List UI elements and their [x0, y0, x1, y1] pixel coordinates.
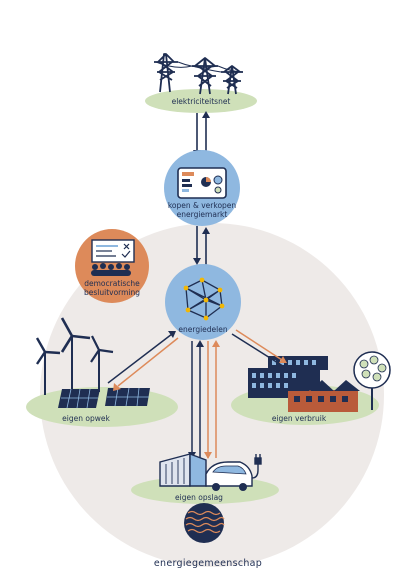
- storage-node: eigen opslag: [131, 452, 279, 504]
- sharing-node: energiedelen: [165, 264, 241, 340]
- sharing-label: energiedelen: [178, 325, 227, 334]
- market-sharing-arrows: [193, 226, 210, 265]
- sharing-consumption-arrows: [231, 329, 291, 372]
- tree-icon: [353, 351, 391, 410]
- solar-panel-icon: [58, 387, 150, 409]
- generation-node: eigen opwek: [26, 317, 178, 427]
- grid-node: elektriciteitsnet: [145, 53, 257, 113]
- democracy-node: democratische besluitvorming: [75, 229, 149, 303]
- democracy-label-line1: democratische: [84, 279, 140, 288]
- wind-turbine-icon: [35, 317, 114, 395]
- generation-label: eigen opwek: [62, 414, 110, 423]
- crowd-icon: [91, 263, 131, 276]
- office-building-icon: [248, 356, 328, 398]
- community-circle: [40, 223, 384, 567]
- market-label-line2: energiemarkt: [177, 210, 228, 219]
- sharing-storage-arrows: [188, 340, 220, 459]
- market-screen-icon: [177, 167, 227, 199]
- grid-label: elektriciteitsnet: [172, 97, 231, 106]
- democracy-label-line2: besluitvorming: [84, 288, 140, 297]
- electric-car-icon: [205, 461, 253, 491]
- houses-icon: [286, 380, 360, 412]
- charging-plug-icon: [251, 454, 262, 479]
- battery-building-icon: [159, 452, 207, 487]
- ground-heat-storage-icon: [184, 503, 225, 543]
- network-icon: [183, 277, 225, 321]
- market-node: kopen & verkopen energiemarkt: [164, 150, 240, 226]
- storage-label: eigen opslag: [175, 493, 223, 502]
- grid-ground: [145, 89, 257, 113]
- generation-sharing-arrows: [107, 331, 179, 391]
- pylon-icon: [154, 53, 244, 95]
- community-label: energiegemeenschap: [154, 558, 262, 569]
- consumption-label: eigen verbruik: [272, 414, 327, 423]
- consumption-node: eigen verbruik: [231, 351, 391, 425]
- voting-board-icon: [91, 239, 135, 263]
- market-label-line1: kopen & verkopen: [168, 201, 237, 210]
